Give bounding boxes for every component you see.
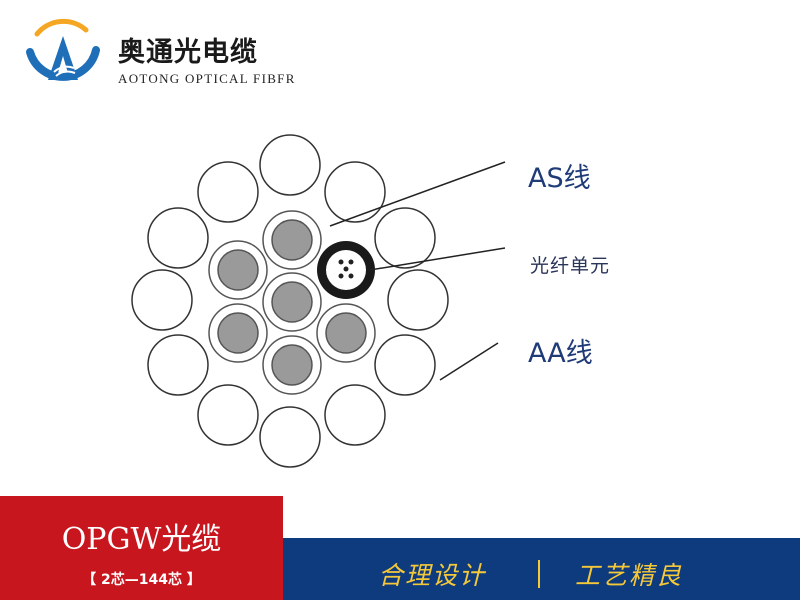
aa-wire xyxy=(259,406,321,468)
product-title-panel xyxy=(0,496,283,600)
brand-name-cn: 奥通光电缆 xyxy=(118,37,258,68)
aa-wire xyxy=(324,384,386,446)
product-title: OPGW光缆 xyxy=(61,522,222,557)
slogan-craft: 工艺精良 xyxy=(575,561,684,590)
label-fiber-unit: 光纤单元 xyxy=(530,255,611,277)
aa-wire xyxy=(147,334,209,396)
label-aa-wire: AA线 xyxy=(528,338,593,369)
aa-wire xyxy=(374,207,436,269)
company-logo xyxy=(26,18,100,81)
aa-wire xyxy=(374,334,436,396)
label-as-wire: AS线 xyxy=(528,163,591,194)
aa-wire xyxy=(387,269,449,331)
as-wire-core xyxy=(271,281,313,323)
brand-name-en: AOTONG OPTICAL FIBFR xyxy=(118,71,296,86)
leader-aa xyxy=(439,342,499,381)
aa-wire xyxy=(197,161,259,223)
leader-as xyxy=(329,161,506,227)
slogan-divider xyxy=(538,560,540,588)
as-wire-core xyxy=(325,312,367,354)
slogan-design: 合理设计 xyxy=(378,561,487,590)
aa-wire xyxy=(147,207,209,269)
aa-wire xyxy=(259,134,321,196)
as-wire-core xyxy=(271,219,313,261)
as-wire-core xyxy=(217,312,259,354)
as-wire-core xyxy=(271,344,313,386)
fiber-unit xyxy=(317,241,375,299)
leader-fiber xyxy=(369,247,506,271)
aa-wire xyxy=(197,384,259,446)
aa-wire xyxy=(131,269,193,331)
slogan-bar xyxy=(283,538,800,600)
as-wire-core xyxy=(217,249,259,291)
product-core-range: 【 2芯—144芯 】 xyxy=(82,572,201,588)
aa-wire xyxy=(324,161,386,223)
